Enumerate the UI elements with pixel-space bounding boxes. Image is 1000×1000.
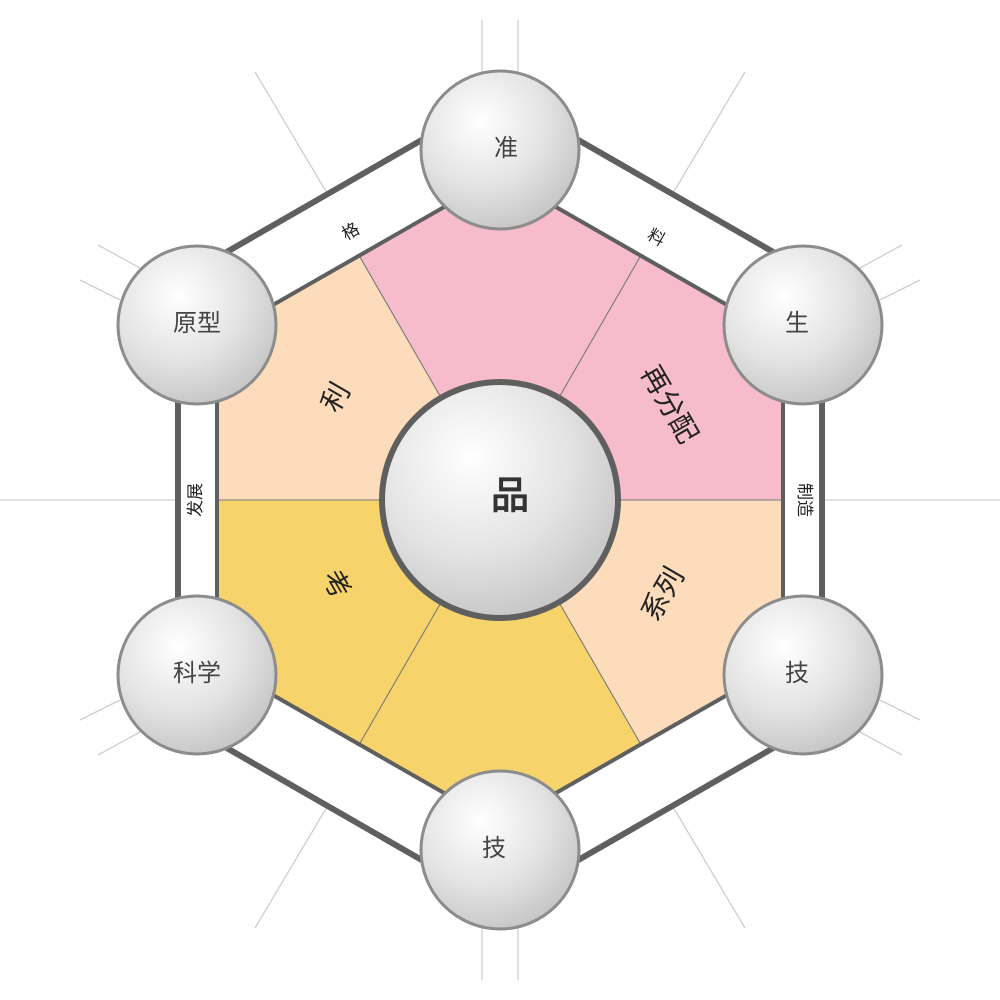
center-node: 品 [379,379,621,621]
node-upper-left: 原型 [116,244,278,406]
node-upper-left-label: 原型 [173,309,221,337]
node-lower-left-label: 科学 [173,659,221,687]
node-lower-right-label: 技 [785,659,809,687]
node-top: 准 [419,69,581,231]
node-lower-right: 技 [722,594,884,756]
center-node-label: 品 [491,474,529,518]
node-top-label: 准 [494,134,518,162]
node-bottom: 技 [419,769,581,931]
edge-label-fazhan: 发展 [186,483,206,517]
guide-lines [0,20,1000,980]
node-bottom-label: 技 [482,834,506,862]
node-upper-right: 生 [722,244,884,406]
node-upper-right-label: 生 [785,309,809,337]
edge-label-zhizao: 制造 [794,483,814,517]
node-lower-left: 科学 [116,594,278,756]
